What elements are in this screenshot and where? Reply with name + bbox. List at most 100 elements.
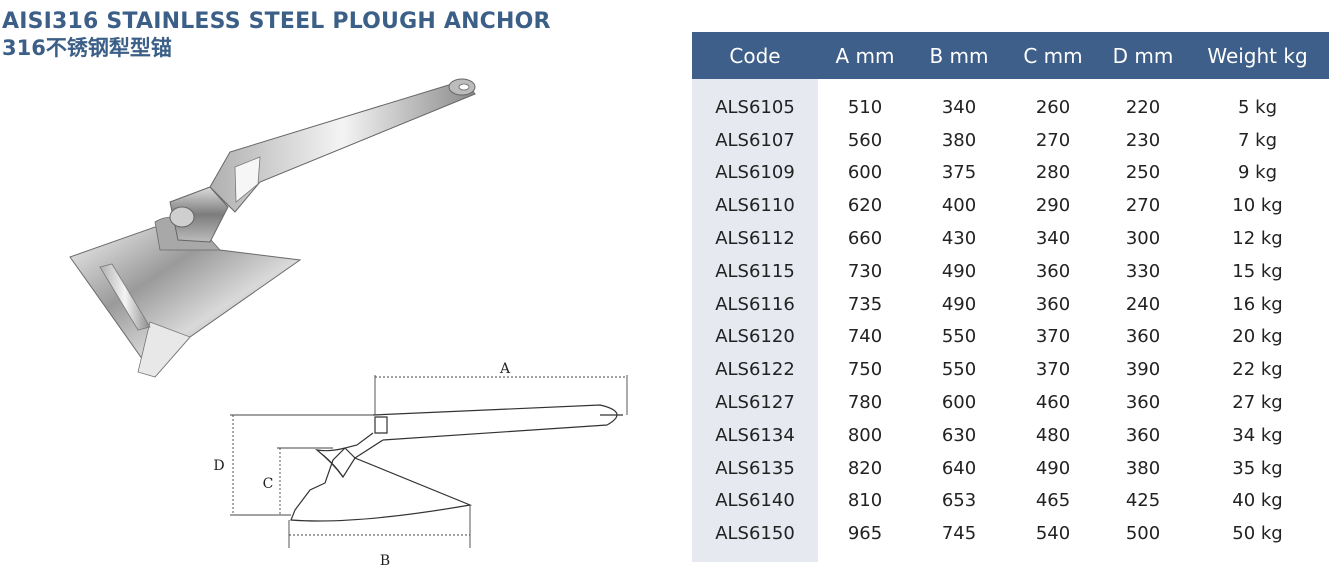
c-mm-cell: 290 bbox=[1035, 195, 1071, 217]
c-mm-cell: 280 bbox=[1035, 162, 1071, 184]
table-row: ALS6150 965 745 540 500 50 kg bbox=[692, 517, 1329, 551]
b-mm-cell: 380 bbox=[941, 129, 977, 151]
d-mm-cell: 330 bbox=[1125, 260, 1161, 282]
d-mm-cell: 240 bbox=[1125, 293, 1161, 315]
header-d-mm: D mm bbox=[1100, 32, 1186, 79]
c-mm-cell: 260 bbox=[1035, 96, 1071, 118]
weight-cell: 9 kg bbox=[1237, 162, 1278, 184]
header-weight-kg: Weight kg bbox=[1186, 32, 1329, 79]
c-mm-cell: 490 bbox=[1035, 457, 1071, 479]
weight-cell: 35 kg bbox=[1232, 457, 1283, 479]
header-a-mm: A mm bbox=[818, 32, 912, 79]
weight-cell: 15 kg bbox=[1232, 260, 1283, 282]
dimension-label-d: D bbox=[213, 458, 224, 474]
d-mm-cell: 425 bbox=[1125, 490, 1161, 512]
table-row: ALS6134 800 630 480 360 34 kg bbox=[692, 418, 1329, 452]
weight-cell: 34 kg bbox=[1232, 424, 1283, 446]
d-mm-cell: 270 bbox=[1125, 195, 1161, 217]
code-cell: ALS6112 bbox=[692, 222, 818, 255]
b-mm-cell: 653 bbox=[941, 490, 977, 512]
a-mm-cell: 735 bbox=[847, 293, 883, 315]
d-mm-cell: 230 bbox=[1125, 129, 1161, 151]
spec-table: Code A mm B mm C mm D mm Weight kg ALS61… bbox=[692, 32, 1329, 563]
b-mm-cell: 375 bbox=[941, 162, 977, 184]
table-row: ALS6135 820 640 490 380 35 kg bbox=[692, 451, 1329, 485]
c-mm-cell: 370 bbox=[1035, 326, 1071, 348]
a-mm-cell: 620 bbox=[847, 195, 883, 217]
b-mm-cell: 340 bbox=[941, 96, 977, 118]
table-row: ALS6120 740 550 370 360 20 kg bbox=[692, 320, 1329, 354]
b-mm-cell: 490 bbox=[941, 293, 977, 315]
a-mm-cell: 750 bbox=[847, 359, 883, 381]
table-row: ALS6107 560 380 270 230 7 kg bbox=[692, 123, 1329, 157]
c-mm-cell: 480 bbox=[1035, 424, 1071, 446]
table-row: ALS6110 620 400 290 270 10 kg bbox=[692, 189, 1329, 223]
table-row: ALS6122 750 550 370 390 22 kg bbox=[692, 353, 1329, 387]
code-cell: ALS6122 bbox=[692, 353, 818, 387]
weight-cell: 10 kg bbox=[1232, 195, 1283, 217]
b-mm-cell: 600 bbox=[941, 392, 977, 414]
weight-cell: 27 kg bbox=[1232, 392, 1283, 414]
table-row: ALS6140 810 653 465 425 40 kg bbox=[692, 484, 1329, 518]
code-cell: ALS6107 bbox=[692, 123, 818, 157]
code-cell: ALS6115 bbox=[692, 254, 818, 288]
a-mm-cell: 810 bbox=[847, 490, 883, 512]
weight-cell: 40 kg bbox=[1232, 490, 1283, 512]
table-row: ALS6115 730 490 360 330 15 kg bbox=[692, 254, 1329, 288]
cell-spacer bbox=[818, 79, 1329, 91]
d-mm-cell: 390 bbox=[1125, 359, 1161, 381]
dimension-label-a: A bbox=[499, 361, 511, 377]
c-mm-cell: 360 bbox=[1035, 293, 1071, 315]
code-cell: ALS6135 bbox=[692, 451, 818, 485]
a-mm-cell: 660 bbox=[847, 228, 883, 250]
b-mm-cell: 745 bbox=[941, 523, 977, 545]
code-cell: ALS6116 bbox=[692, 287, 818, 321]
d-mm-cell: 360 bbox=[1125, 326, 1161, 348]
d-mm-cell: 380 bbox=[1125, 457, 1161, 479]
page-title: AISI316 STAINLESS STEEL PLOUGH ANCHOR bbox=[2, 9, 551, 34]
d-mm-cell: 360 bbox=[1125, 392, 1161, 414]
d-mm-cell: 250 bbox=[1125, 162, 1161, 184]
code-cell-spacer bbox=[692, 79, 818, 91]
a-mm-cell: 600 bbox=[847, 162, 883, 184]
table-row: ALS6127 780 600 460 360 27 kg bbox=[692, 386, 1329, 419]
c-mm-cell: 370 bbox=[1035, 359, 1071, 381]
code-cell-spacer bbox=[692, 550, 818, 563]
code-cell: ALS6150 bbox=[692, 517, 818, 551]
c-mm-cell: 460 bbox=[1035, 392, 1071, 414]
a-mm-cell: 965 bbox=[847, 523, 883, 545]
weight-cell: 50 kg bbox=[1232, 523, 1283, 545]
c-mm-cell: 540 bbox=[1035, 523, 1071, 545]
d-mm-cell: 360 bbox=[1125, 424, 1161, 446]
code-cell: ALS6140 bbox=[692, 484, 818, 518]
weight-cell: 12 kg bbox=[1232, 228, 1283, 250]
weight-cell: 5 kg bbox=[1237, 96, 1278, 118]
a-mm-cell: 740 bbox=[847, 326, 883, 348]
dimension-label-b: B bbox=[380, 553, 390, 569]
dimension-drawing: A D C B bbox=[213, 361, 628, 569]
c-mm-cell: 270 bbox=[1035, 129, 1071, 151]
c-mm-cell: 360 bbox=[1035, 260, 1071, 282]
a-mm-cell: 780 bbox=[847, 392, 883, 414]
c-mm-cell: 465 bbox=[1035, 490, 1071, 512]
weight-cell: 22 kg bbox=[1232, 359, 1283, 381]
b-mm-cell: 630 bbox=[941, 424, 977, 446]
b-mm-cell: 430 bbox=[941, 228, 977, 250]
c-mm-cell: 340 bbox=[1035, 228, 1071, 250]
title-block: AISI316 STAINLESS STEEL PLOUGH ANCHOR 31… bbox=[2, 8, 551, 62]
a-mm-cell: 820 bbox=[847, 457, 883, 479]
spec-table-body: ALS6105 510 340 260 220 5 kg ALS6107 560… bbox=[692, 79, 1329, 563]
b-mm-cell: 490 bbox=[941, 260, 977, 282]
spec-table-header: Code A mm B mm C mm D mm Weight kg bbox=[692, 32, 1329, 79]
weight-cell: 16 kg bbox=[1232, 293, 1283, 315]
code-cell: ALS6127 bbox=[692, 386, 818, 419]
table-row: ALS6105 510 340 260 220 5 kg bbox=[692, 91, 1329, 124]
anchor-photo bbox=[69, 78, 476, 378]
header-row: Code A mm B mm C mm D mm Weight kg bbox=[692, 32, 1329, 79]
code-cell: ALS6134 bbox=[692, 418, 818, 452]
table-spacer-row bbox=[692, 79, 1329, 91]
b-mm-cell: 640 bbox=[941, 457, 977, 479]
b-mm-cell: 550 bbox=[941, 359, 977, 381]
cell-spacer bbox=[818, 550, 1329, 562]
code-cell: ALS6110 bbox=[692, 189, 818, 223]
